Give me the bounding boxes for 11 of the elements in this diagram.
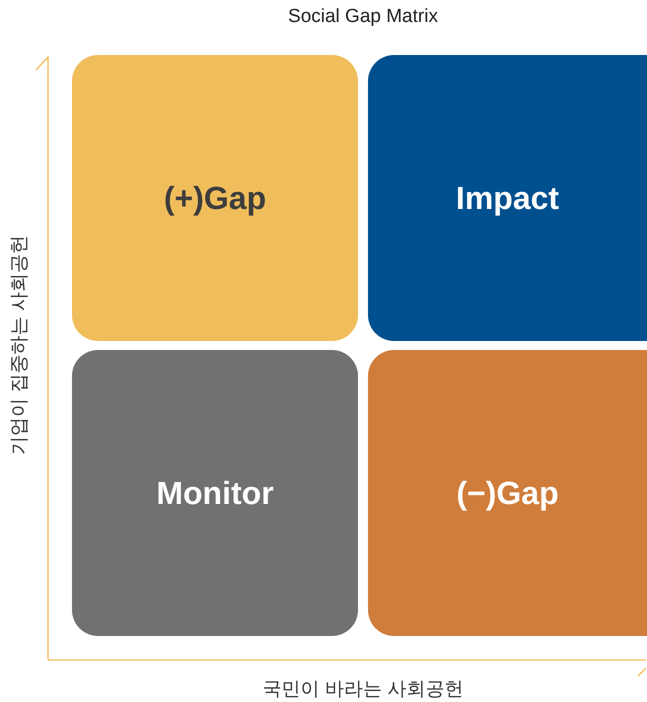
x-axis-label: 국민이 바라는 사회공헌 [262,678,464,702]
quadrant-label: (−)Gap [456,474,559,512]
y-axis-label: 기업이 집중하는 사회공헌 [8,234,31,457]
quadrant-box [72,55,358,341]
quadrant-label: (+)Gap [164,180,266,216]
chart-title: Social Gap Matrix [287,6,439,28]
quadrant-box [368,350,647,636]
quadrant-label: Monitor [156,474,274,512]
quadrant-box [368,55,647,341]
quadrant-label: Impact [456,180,560,216]
quadrant-box [72,350,358,636]
